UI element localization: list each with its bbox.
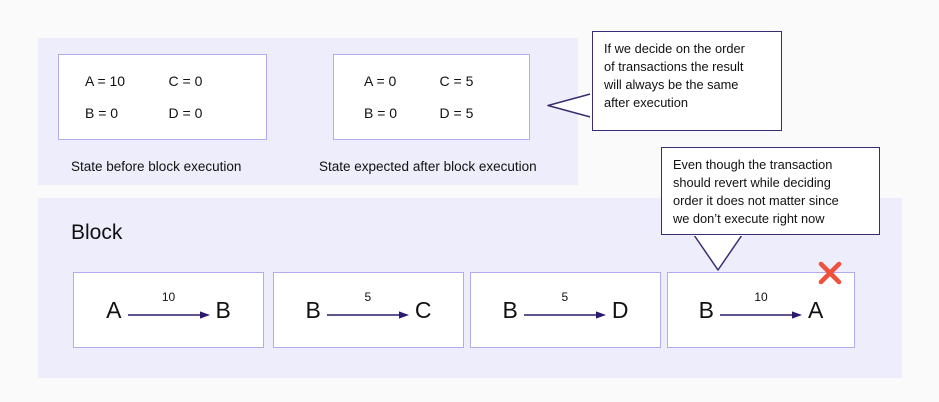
- transfer-arrow-icon: 5: [522, 291, 608, 325]
- state-before-cell-a: A = 10: [85, 73, 126, 89]
- transaction-from: A: [106, 296, 122, 323]
- transaction-from: B: [698, 296, 714, 323]
- state-after-caption: State expected after block execution: [319, 159, 537, 174]
- state-before-caption: State before block execution: [71, 159, 242, 174]
- transaction-content: A 10 B: [74, 273, 263, 347]
- state-before-cell-d: D = 0: [168, 105, 203, 121]
- state-before-cell-c: C = 0: [168, 73, 203, 89]
- transfer-amount: 5: [561, 290, 569, 304]
- transaction-box: B 5 D: [470, 272, 661, 348]
- callout-revert-tail: [690, 232, 750, 276]
- block-title: Block: [71, 221, 123, 244]
- transaction-box: B 5 C: [273, 272, 464, 348]
- transaction-content: B 5 C: [274, 273, 463, 347]
- transfer-amount: 10: [161, 290, 176, 304]
- transaction-content: B 10 A: [668, 273, 854, 347]
- state-before-box: A = 10 C = 0 B = 0 D = 0: [58, 54, 267, 140]
- revert-cross-icon: [816, 259, 844, 287]
- transaction-box: A 10 B: [73, 272, 264, 348]
- callout-order: If we decide on the order of transaction…: [592, 31, 782, 131]
- transaction-content: B 5 D: [471, 273, 660, 347]
- transaction-to: D: [611, 296, 629, 323]
- state-after-cell-d: D = 5: [439, 105, 474, 121]
- state-before-cell-b: B = 0: [85, 105, 119, 121]
- state-after-box: A = 0 C = 5 B = 0 D = 5: [333, 54, 530, 140]
- transfer-amount: 10: [754, 290, 768, 304]
- transaction-from: B: [502, 296, 518, 323]
- transaction-box: B 10 A: [667, 272, 855, 348]
- transfer-amount: 5: [364, 290, 372, 304]
- transfer-arrow-icon: 10: [718, 291, 804, 325]
- state-before-grid: A = 10 C = 0 B = 0 D = 0: [59, 55, 266, 139]
- callout-order-text: If we decide on the order of transaction…: [604, 41, 745, 110]
- callout-order-tail: [540, 86, 596, 126]
- state-after-cell-c: C = 5: [439, 73, 474, 89]
- transaction-to: A: [808, 296, 824, 323]
- state-after-cell-a: A = 0: [364, 73, 397, 89]
- transaction-to: B: [215, 296, 231, 323]
- callout-revert-text: Even though the transaction should rever…: [673, 157, 839, 226]
- transaction-from: B: [305, 296, 321, 323]
- state-after-grid: A = 0 C = 5 B = 0 D = 5: [334, 55, 529, 139]
- transaction-to: C: [414, 296, 432, 323]
- transfer-arrow-icon: 10: [126, 291, 212, 325]
- callout-revert: Even though the transaction should rever…: [661, 147, 880, 235]
- transfer-arrow-icon: 5: [325, 291, 411, 325]
- state-after-cell-b: B = 0: [364, 105, 398, 121]
